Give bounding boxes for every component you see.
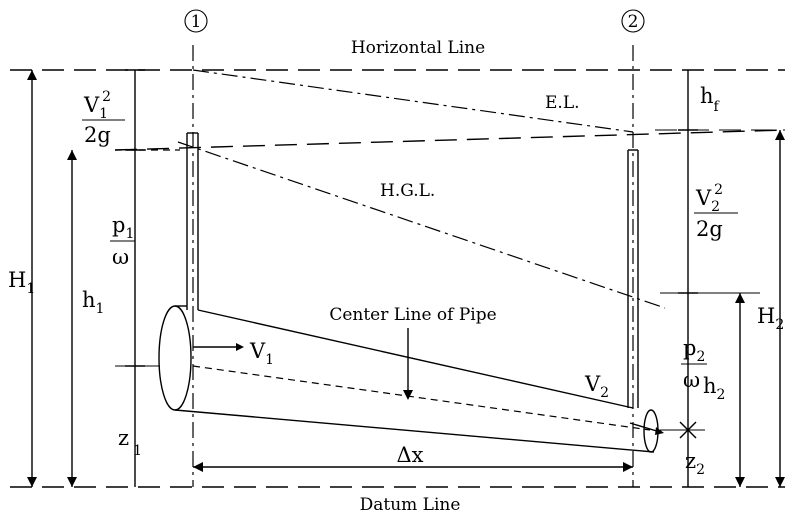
- V2-label: V2: [584, 372, 609, 401]
- center-line-pointer-arrow: [403, 390, 413, 400]
- h2-label: h2: [703, 374, 725, 403]
- datum-line-label: Datum Line: [360, 495, 461, 515]
- dim-h2: [735, 293, 745, 487]
- dim-h1: [67, 150, 77, 487]
- velocity-2-arrowhead: [655, 427, 664, 435]
- svg-text:2g: 2g: [84, 123, 111, 147]
- H1-label: H1: [8, 268, 35, 297]
- dim-H2: [775, 130, 785, 487]
- dim-H1: [27, 70, 37, 487]
- svg-text:ω: ω: [112, 245, 129, 269]
- svg-text:p1: p1: [112, 213, 134, 242]
- H2-label: H2: [757, 304, 784, 333]
- svg-text:1: 1: [191, 12, 202, 32]
- svg-text:V22: V22: [695, 182, 723, 215]
- dim-delta-x: [193, 462, 633, 472]
- velocity-2-arrow: [629, 422, 661, 433]
- section-2-marker: 2: [621, 9, 645, 33]
- energy-line: [192, 69, 634, 133]
- svg-text:p2: p2: [683, 336, 705, 365]
- p1-pressure-head-fraction: p1 ω: [110, 213, 135, 269]
- hf-label: hf: [700, 84, 721, 115]
- piezometer-tube-2: [627, 149, 639, 408]
- pipe-center-line: [192, 365, 651, 431]
- p2-pressure-head-fraction: p2 ω: [681, 336, 707, 392]
- h1-label: h1: [82, 288, 104, 317]
- velocity-1-arrowhead: [236, 343, 244, 351]
- V1-label: V1: [249, 339, 274, 368]
- hydraulic-grade-line: [177, 141, 666, 309]
- delta-x-label: Δx: [396, 443, 423, 467]
- energy-line-label: E.L.: [545, 93, 580, 113]
- hgl-label: H.G.L.: [380, 181, 435, 201]
- horizontal-line-label: Horizontal Line: [351, 38, 485, 58]
- z2-label: z2: [685, 449, 705, 478]
- svg-text:2: 2: [628, 12, 639, 32]
- dim-left-stack: [125, 69, 145, 487]
- svg-text:2g: 2g: [696, 217, 723, 241]
- pipe: [158, 305, 659, 453]
- v1-velocity-head-fraction: V12 2g: [82, 89, 125, 147]
- total-head-2-reference: [114, 129, 786, 151]
- svg-text:V12: V12: [83, 89, 111, 122]
- v2-velocity-head-fraction: V22 2g: [694, 182, 738, 241]
- z1-label: z1: [118, 426, 142, 459]
- section-1-marker: 1: [184, 9, 208, 33]
- svg-text:ω: ω: [683, 368, 700, 392]
- center-line-label: Center Line of Pipe: [329, 305, 496, 325]
- dim-right-stack: [678, 70, 698, 487]
- piezometer-tube-1: [186, 132, 199, 310]
